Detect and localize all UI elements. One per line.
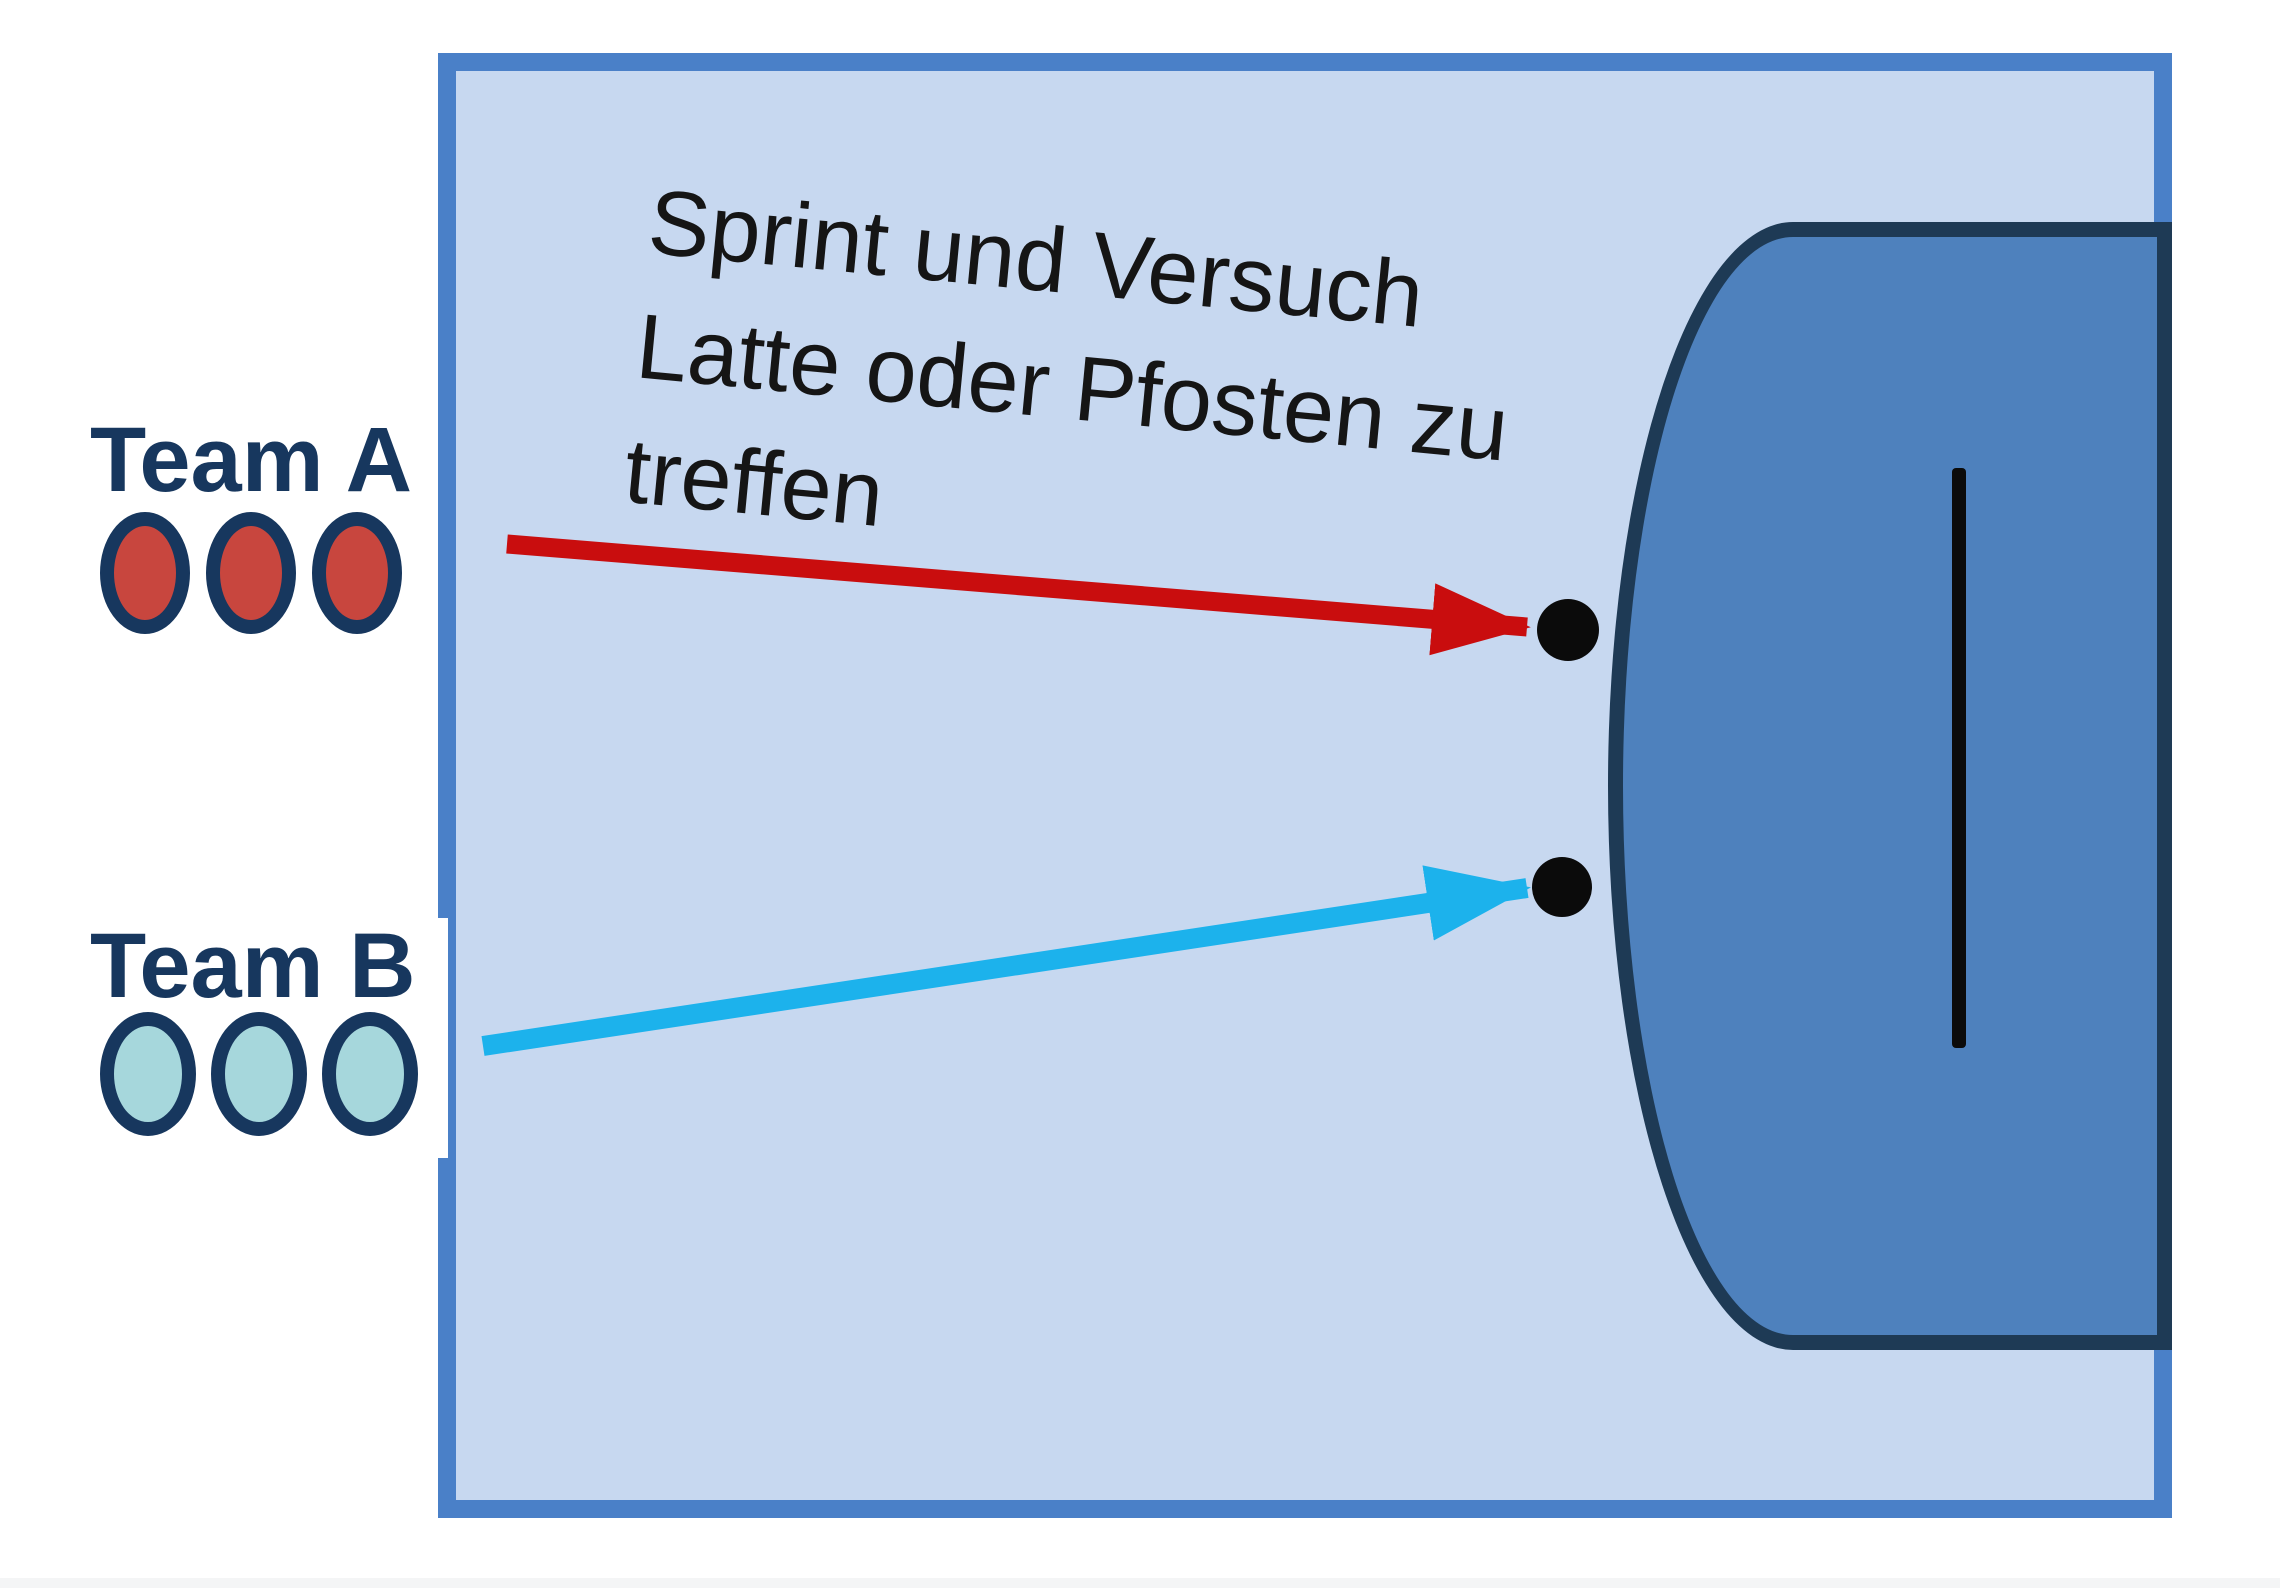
goal-post-line bbox=[1952, 468, 1966, 1048]
player-marker bbox=[322, 1012, 418, 1136]
goal bbox=[1608, 222, 2172, 1350]
player-marker bbox=[211, 1012, 307, 1136]
player-marker bbox=[312, 512, 402, 634]
player-marker bbox=[100, 1012, 196, 1136]
player-marker bbox=[206, 512, 296, 634]
team-b-label: Team B bbox=[90, 915, 416, 1017]
team-a-target-dot bbox=[1537, 599, 1599, 661]
bottom-edge-strip bbox=[0, 1578, 2280, 1588]
team-a-players bbox=[100, 512, 418, 634]
team-b-target-dot bbox=[1532, 857, 1592, 917]
player-marker bbox=[100, 512, 190, 634]
team-a-label: Team A bbox=[90, 409, 413, 511]
team-b-players bbox=[100, 1012, 433, 1136]
